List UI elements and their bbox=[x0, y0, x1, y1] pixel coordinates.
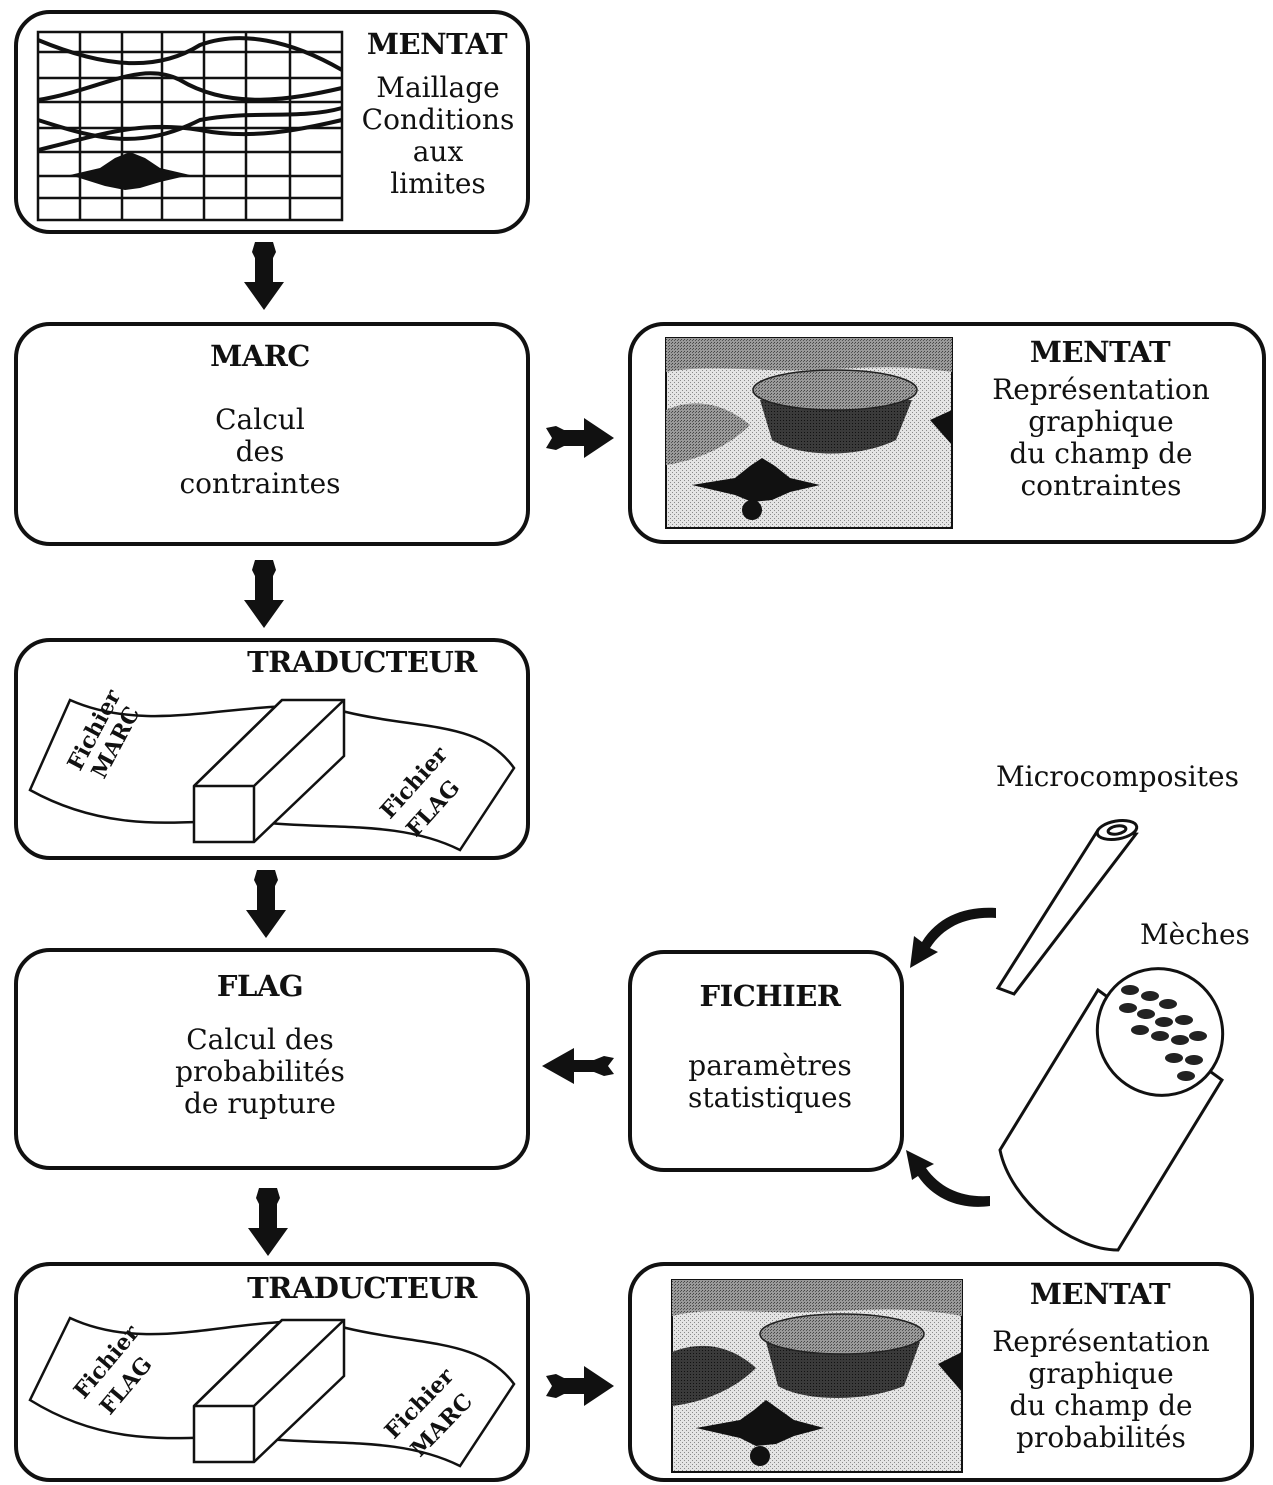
mentat-mesh-box bbox=[14, 10, 530, 234]
arrow-marc-to-traducteur bbox=[244, 560, 284, 628]
flag-lines: Calcul des probabilités de rupture bbox=[175, 1023, 345, 1120]
flag-title: FLAG bbox=[216, 969, 304, 1003]
curved-arrow-microcomposites bbox=[910, 907, 996, 968]
mentat-mesh-title: MENTAT bbox=[366, 27, 508, 61]
arrow-traducteur-to-mentat bbox=[546, 1366, 614, 1406]
stress-field-plot bbox=[665, 337, 953, 529]
translator-2-figure: Fichier FLAG Fichier MARC bbox=[28, 1316, 516, 1468]
fichier-box bbox=[628, 950, 904, 1172]
marc-title: MARC bbox=[210, 339, 310, 373]
mentat-stress-lines: Représentation graphique du champ de con… bbox=[992, 373, 1210, 502]
fichier-title: FICHIER bbox=[699, 979, 841, 1013]
marc-box bbox=[14, 322, 530, 546]
translator-1-figure: Fichier MARC Fichier FLAG bbox=[28, 685, 516, 852]
microcomposites-label: Microcomposites bbox=[996, 760, 1239, 793]
traducteur-2-title: TRADUCTEUR bbox=[247, 1271, 477, 1305]
probability-field-plot bbox=[671, 1279, 963, 1473]
arrow-traducteur-to-flag bbox=[246, 870, 286, 938]
meches-label: Mèches bbox=[1140, 918, 1250, 951]
traducteur-1-title: TRADUCTEUR bbox=[247, 645, 477, 679]
arrow-marc-to-mentat bbox=[546, 418, 614, 458]
mentat-mesh-lines: Maillage Conditions aux limites bbox=[361, 71, 515, 200]
arrow-mentat-to-marc bbox=[244, 242, 284, 310]
mentat-prob-title: MENTAT bbox=[1029, 1277, 1171, 1311]
fichier-lines: paramètres statistiques bbox=[688, 1049, 852, 1114]
curved-arrow-meches bbox=[906, 1150, 990, 1207]
mentat-prob-lines: Représentation graphique du champ de pro… bbox=[992, 1325, 1210, 1454]
arrow-flag-to-traducteur bbox=[248, 1188, 288, 1256]
mentat-stress-title: MENTAT bbox=[1029, 335, 1171, 369]
marc-lines: Calcul des contraintes bbox=[179, 403, 341, 500]
flag-box bbox=[14, 948, 530, 1170]
meches-cylinder-figure bbox=[998, 967, 1225, 1252]
arrow-fichier-to-flag bbox=[542, 1048, 614, 1084]
microcomposite-tube-figure bbox=[995, 818, 1139, 996]
mesh-grid-figure bbox=[36, 30, 344, 222]
